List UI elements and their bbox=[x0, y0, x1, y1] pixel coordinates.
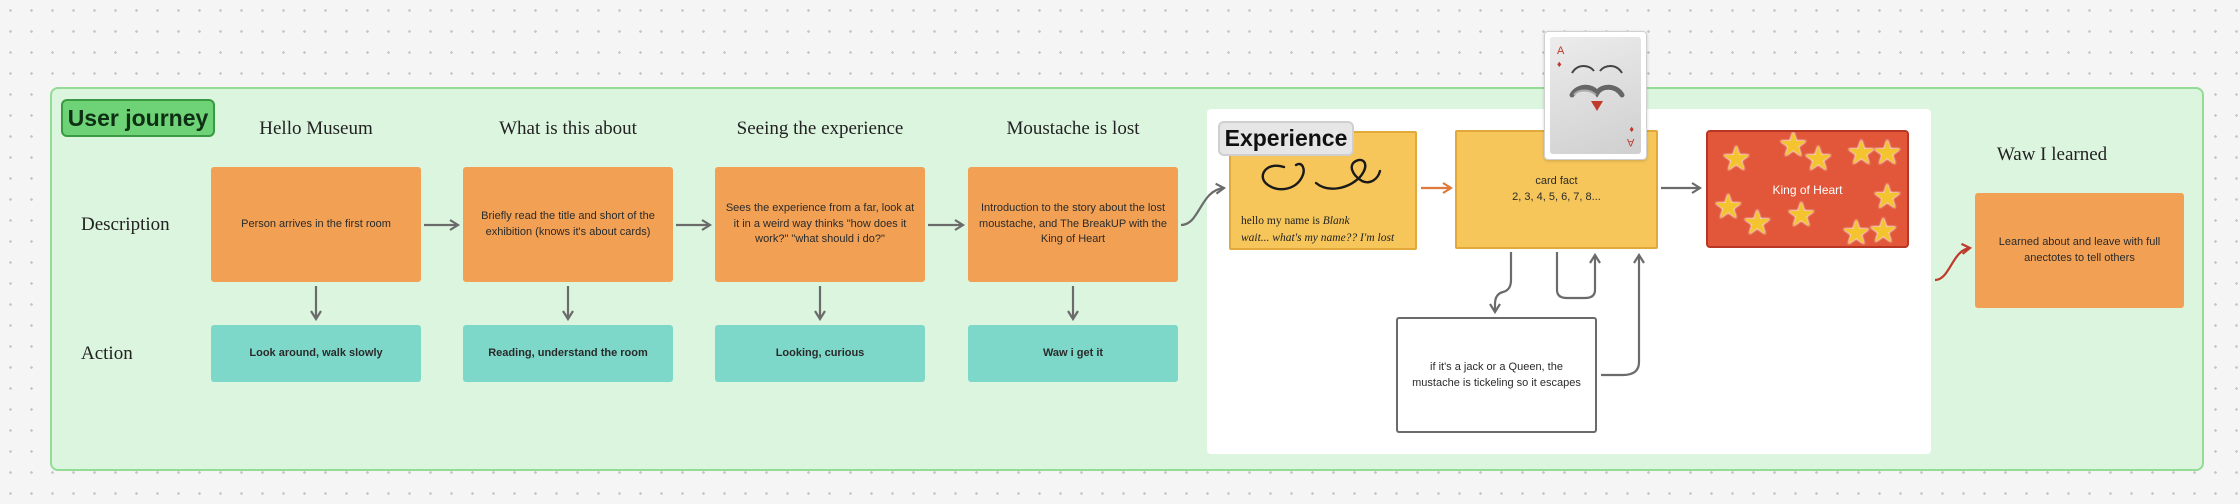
stage-title-what-is-this-about: What is this about bbox=[499, 118, 637, 139]
card-fact-title: card fact bbox=[1535, 174, 1578, 187]
star-icon: ★ bbox=[1786, 196, 1817, 234]
action-card[interactable]: Reading, understand the room bbox=[463, 325, 673, 382]
king-of-heart-label: King of Heart bbox=[1772, 183, 1843, 197]
queen-jack-note[interactable]: if it's a jack or a Queen, the mustache … bbox=[1396, 317, 1597, 433]
row-label-action: Action bbox=[81, 343, 133, 364]
stage-title-hello-museum: Hello Museum bbox=[259, 118, 373, 139]
star-icon: ★ bbox=[1713, 188, 1744, 226]
card-corner-suit-icon: ♦ bbox=[1557, 59, 1562, 69]
star-icon: ★ bbox=[1778, 130, 1809, 164]
experience-tag[interactable]: Experience bbox=[1218, 121, 1354, 156]
card-moustache-face-icon bbox=[1569, 65, 1625, 111]
description-card[interactable]: Person arrives in the first room bbox=[211, 167, 421, 282]
card-fact-values: 2, 3, 4, 5, 6, 7, 8... bbox=[1512, 190, 1601, 203]
card-corner-rank: A bbox=[1626, 136, 1634, 148]
playing-card-image: A ♦ ♦ A bbox=[1544, 31, 1647, 160]
stage-title-seeing-the-experience: Seeing the experience bbox=[736, 118, 904, 139]
row-label-description: Description bbox=[81, 214, 170, 235]
star-icon: ★ bbox=[1872, 178, 1903, 216]
moustache-drawing-icon bbox=[1261, 158, 1382, 191]
card-corner-suit-icon: ♦ bbox=[1629, 124, 1634, 134]
description-card[interactable]: Sees the experience from a far, look at … bbox=[715, 167, 925, 282]
star-icon: ★ bbox=[1841, 214, 1872, 248]
star-icon: ★ bbox=[1846, 134, 1877, 172]
moustache-note-text: hello my name is Blank wait... what's my… bbox=[1241, 215, 1395, 245]
card-corner-rank: A bbox=[1557, 45, 1565, 57]
stage-title-moustache-is-lost: Moustache is lost bbox=[1006, 118, 1140, 139]
description-card[interactable]: Briefly read the title and short of the … bbox=[463, 167, 673, 282]
stage-title-waw-i-learned: Waw I learned bbox=[1996, 144, 2108, 165]
final-description-card[interactable]: Learned about and leave with full anecto… bbox=[1975, 193, 2184, 308]
star-icon: ★ bbox=[1868, 212, 1899, 248]
action-card[interactable]: Waw i get it bbox=[968, 325, 1178, 382]
star-icon: ★ bbox=[1721, 140, 1752, 178]
king-of-heart-card[interactable]: ★ ★ ★ ★ ★ ★ ★ ★ ★ ★ ★ King of Heart bbox=[1706, 130, 1909, 248]
star-icon: ★ bbox=[1872, 134, 1903, 172]
star-icon: ★ bbox=[1742, 204, 1773, 242]
action-card[interactable]: Look around, walk slowly bbox=[211, 325, 421, 382]
action-card[interactable]: Looking, curious bbox=[715, 325, 925, 382]
star-icon: ★ bbox=[1803, 140, 1834, 178]
description-card[interactable]: Introduction to the story about the lost… bbox=[968, 167, 1178, 282]
user-journey-tag[interactable]: User journey bbox=[61, 99, 215, 137]
